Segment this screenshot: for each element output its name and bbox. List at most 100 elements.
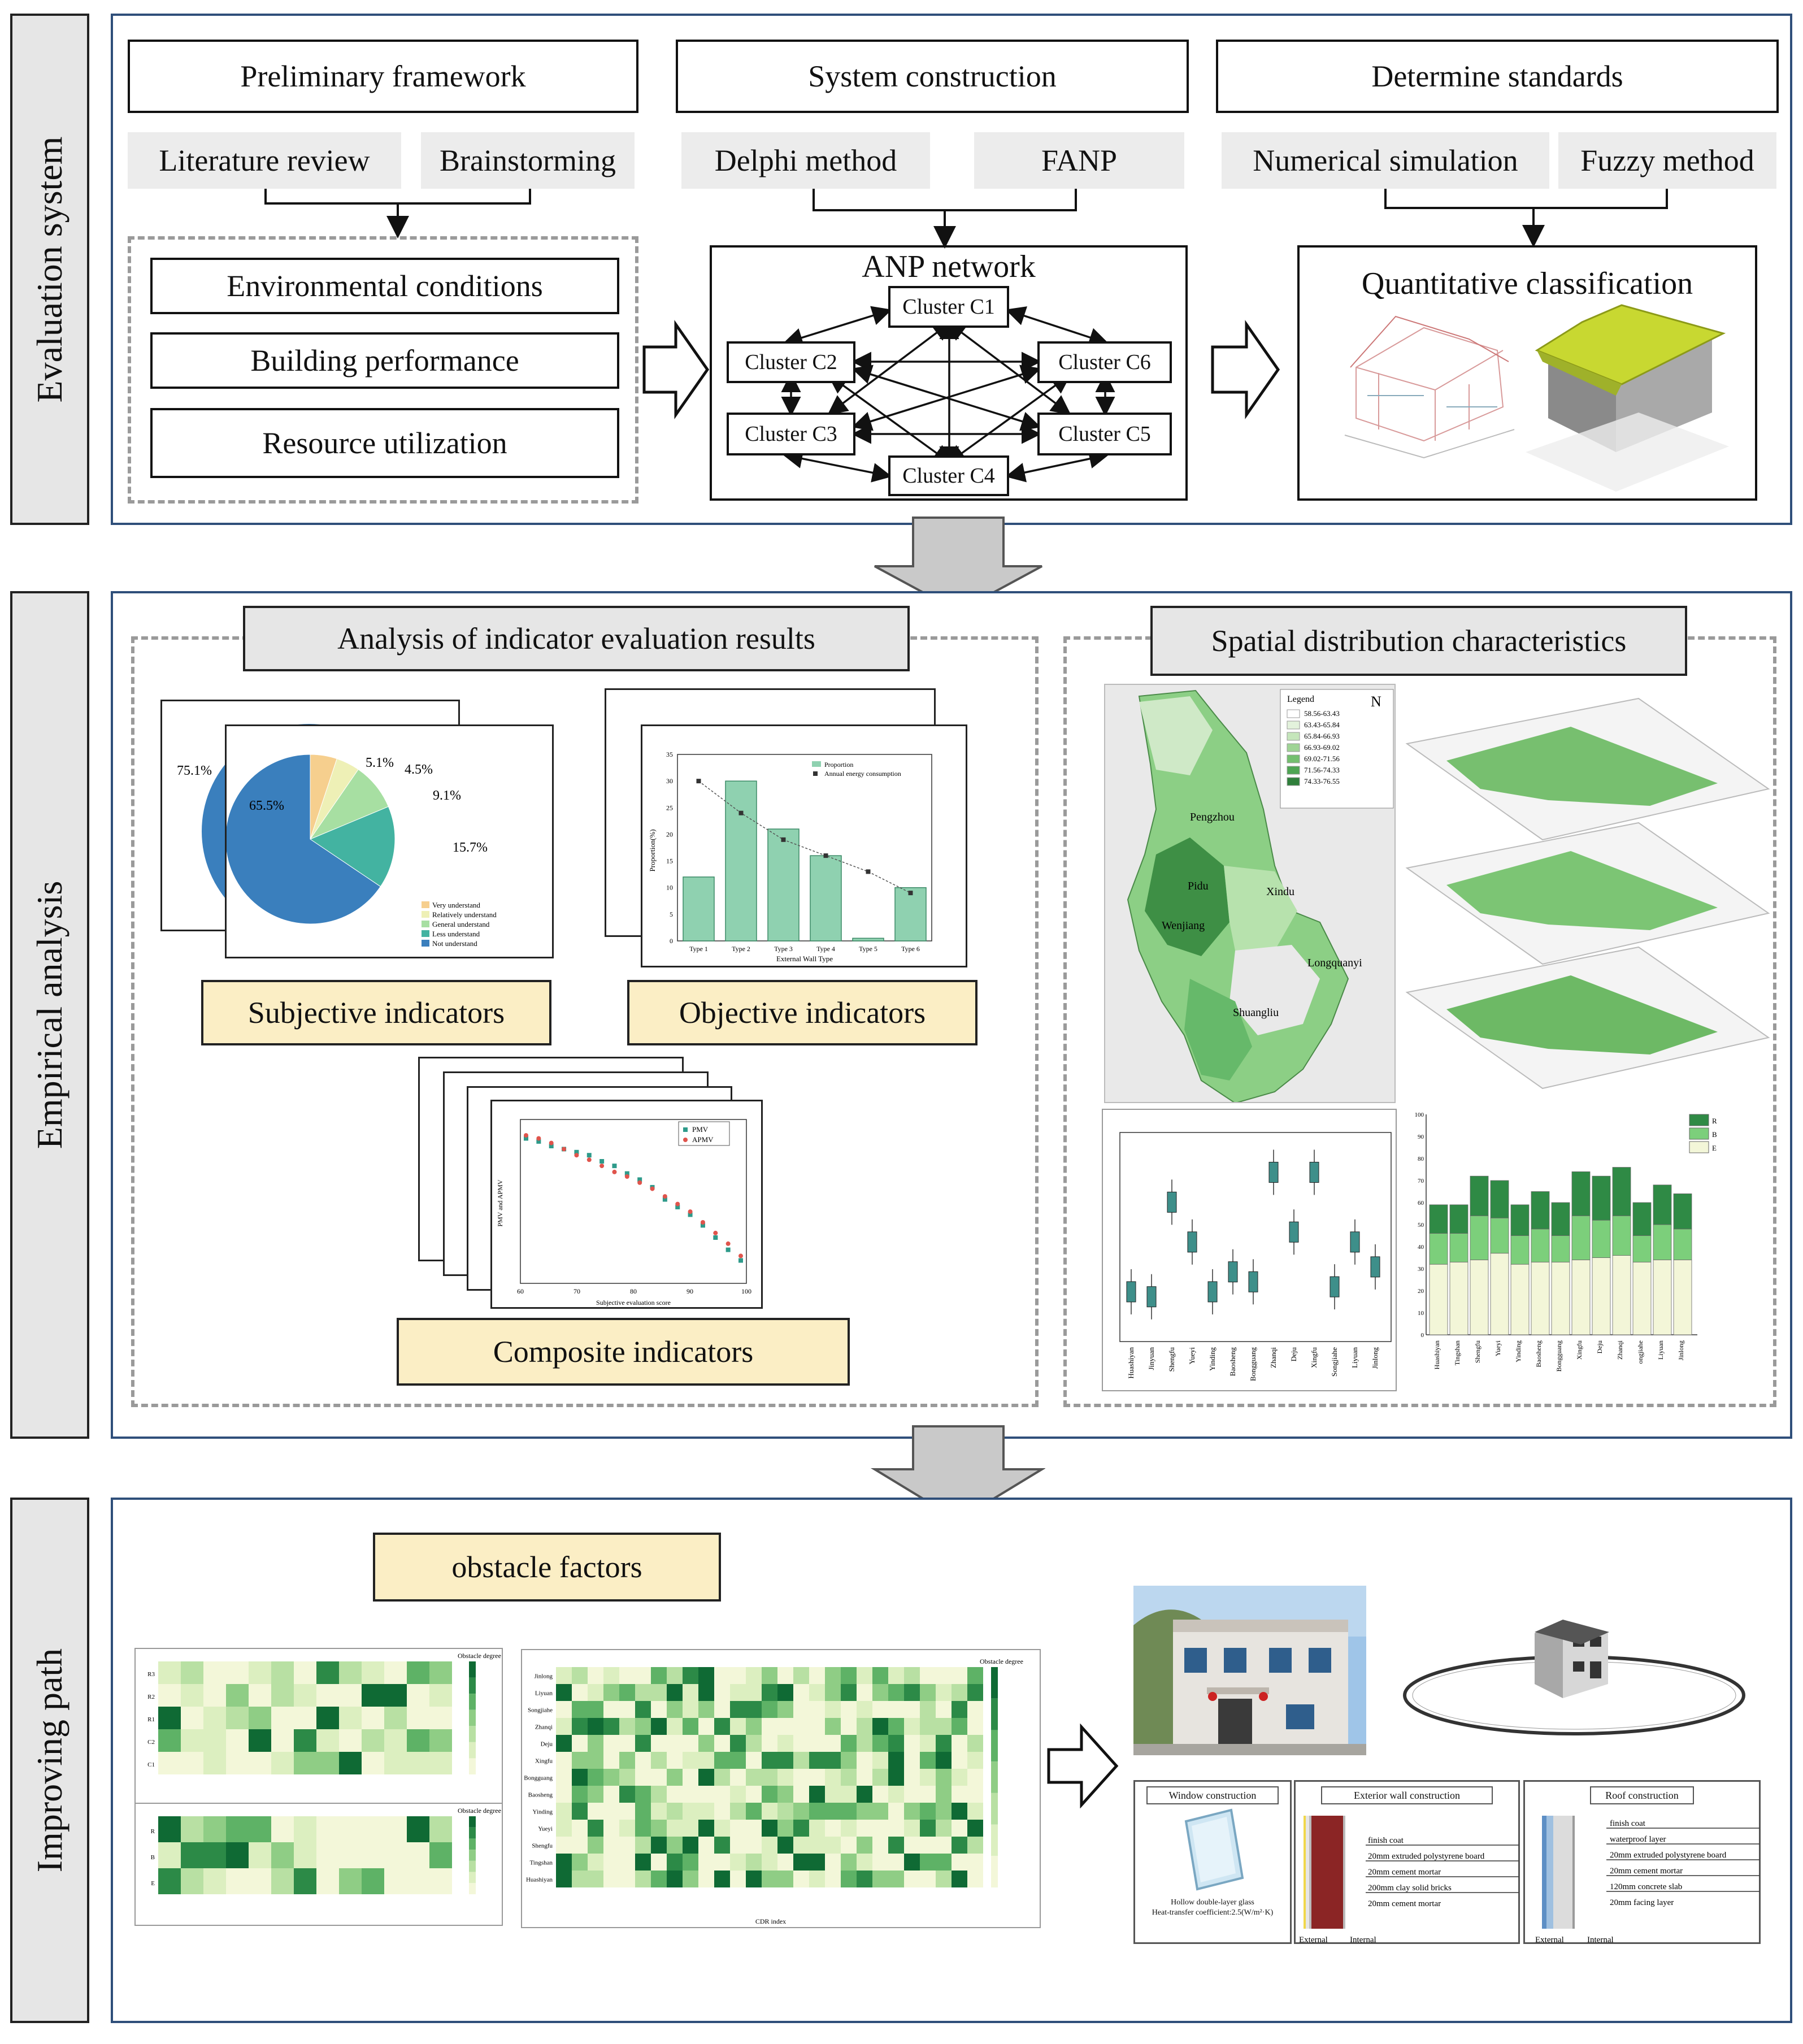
heatmap-main-xlabel: CDR index — [755, 1917, 786, 1925]
heatmap-cell — [203, 1684, 226, 1707]
heatmap-cell — [619, 1837, 635, 1854]
heatmap-cell — [588, 1786, 603, 1803]
box-11 — [1350, 1232, 1359, 1252]
box-xtick-0: Huashiyan — [1127, 1347, 1135, 1379]
heatmap-cell — [857, 1871, 872, 1887]
stack-B-3 — [1491, 1218, 1509, 1253]
scatter-apmv-5 — [587, 1157, 592, 1162]
stack-xtick-12: Jinlong — [1677, 1340, 1685, 1360]
heatmap-cell — [793, 1752, 809, 1769]
heatmap-cell — [872, 1854, 888, 1871]
heatmap-cell — [777, 1820, 793, 1837]
roof-layer-1: waterproof layer — [1610, 1835, 1666, 1844]
roof-construction-title: Roof construction — [1590, 1786, 1694, 1804]
stack-E-6 — [1552, 1262, 1570, 1335]
stack-xtick-5: Baosheng — [1535, 1340, 1543, 1367]
heatmap-cell — [809, 1786, 825, 1803]
heatmap-cell — [777, 1803, 793, 1820]
heatmap-cell — [588, 1752, 603, 1769]
scatter-pmv-7 — [612, 1164, 616, 1168]
heatmap-cell — [635, 1684, 651, 1701]
pie-legend-swatch-4 — [422, 940, 429, 947]
heatmap-cell — [841, 1701, 857, 1718]
scatter-apmv-8 — [625, 1174, 629, 1179]
heatmap-cell — [181, 1816, 203, 1842]
bar-4 — [853, 938, 884, 941]
heatmap-cell — [651, 1871, 667, 1887]
heatmap-cell — [920, 1667, 936, 1684]
heatmap-cell — [384, 1816, 407, 1842]
heatmap-cell — [777, 1752, 793, 1769]
roof-internal-label: Internal — [1587, 1935, 1614, 1945]
heatmap-cell — [762, 1854, 777, 1871]
heatmap-cell — [683, 1854, 698, 1871]
heatmap-cell — [904, 1718, 920, 1735]
heatmap-cell — [714, 1871, 730, 1887]
heatmap-cell — [316, 1707, 339, 1729]
heatmap-cell — [967, 1786, 983, 1803]
heatmap-cell — [777, 1684, 793, 1701]
heatmap-cell — [714, 1735, 730, 1752]
heatmap-cell — [967, 1769, 983, 1786]
heatmap-cell — [872, 1752, 888, 1769]
heatmap-cell — [698, 1735, 714, 1752]
heatmap-cell — [809, 1735, 825, 1752]
heatmap-cell — [857, 1786, 872, 1803]
heatmap-row-label: C2 — [147, 1739, 155, 1746]
heatmap-cell — [920, 1786, 936, 1803]
heatmap-cell — [714, 1769, 730, 1786]
heatmap-cell — [203, 1842, 226, 1868]
scatter-apmv-7 — [612, 1170, 616, 1174]
heatmap-row-label: Baosheng — [528, 1792, 553, 1799]
scatter-legend-label-1: APMV — [692, 1135, 714, 1144]
heatmap-legend-step — [991, 1761, 998, 1793]
heatmap-cell — [683, 1820, 698, 1837]
scatter-apmv-14 — [701, 1220, 705, 1225]
heatmap-cell — [698, 1820, 714, 1837]
wall-construction-title: Exterior wall construction — [1321, 1786, 1493, 1804]
scatter-pmv-16 — [726, 1248, 731, 1252]
heatmap-cell — [226, 1661, 249, 1684]
stacked-bar-chart: 0102030405060708090100HuashiyanTingshanS… — [1407, 1109, 1735, 1391]
heatmap-cell — [825, 1684, 841, 1701]
heatmap-cell — [793, 1769, 809, 1786]
heatmap-cell — [793, 1871, 809, 1887]
heatmap-cell — [572, 1752, 588, 1769]
stack-B-6 — [1552, 1236, 1570, 1262]
heatmap-cell — [683, 1871, 698, 1887]
heatmap-cell — [793, 1701, 809, 1718]
heatmap-cell — [429, 1816, 452, 1842]
heatmap-cell — [603, 1871, 619, 1887]
heatmap-cell — [920, 1871, 936, 1887]
box-4 — [1208, 1282, 1217, 1302]
heatmap-cell — [825, 1803, 841, 1820]
heatmap-cell — [588, 1684, 603, 1701]
heatmap-cell — [407, 1816, 429, 1842]
heatmap-cell — [952, 1837, 967, 1854]
stack-xtick-1: Tingshan — [1453, 1340, 1461, 1365]
map-place-xindu: Xindu — [1266, 886, 1294, 898]
heatmap-cell — [339, 1684, 362, 1707]
heatmap-cell — [698, 1667, 714, 1684]
heatmap-cell — [294, 1661, 316, 1684]
heatmap-cell — [967, 1718, 983, 1735]
heatmap-cell — [888, 1837, 904, 1854]
heatmap-legend-step — [469, 1678, 476, 1694]
scatter-xtick-1: 70 — [574, 1287, 580, 1295]
heatmap-cell — [714, 1837, 730, 1854]
heatmap-legend-step — [469, 1661, 476, 1678]
stack-R-5 — [1531, 1192, 1549, 1229]
window-caption: Hollow double-layer glass Heat-transfer … — [1135, 1898, 1290, 1918]
roof-construction-card: Roof construction finish coat waterproof… — [1523, 1780, 1761, 1944]
heatmap-cell — [698, 1752, 714, 1769]
heatmap-cell — [603, 1752, 619, 1769]
map-legend-label-6: 74.33-76.55 — [1304, 777, 1340, 786]
heatmap-cell — [872, 1871, 888, 1887]
heatmap-row-label: Jinlong — [535, 1673, 553, 1680]
heatmap-legend-step — [991, 1699, 998, 1730]
stack-legend-label-0: R — [1712, 1117, 1717, 1125]
heatmap-cell — [384, 1729, 407, 1752]
heatmap-cell — [920, 1735, 936, 1752]
heatmap-cell — [635, 1871, 651, 1887]
heatmap-row-label: Yinding — [533, 1809, 553, 1816]
